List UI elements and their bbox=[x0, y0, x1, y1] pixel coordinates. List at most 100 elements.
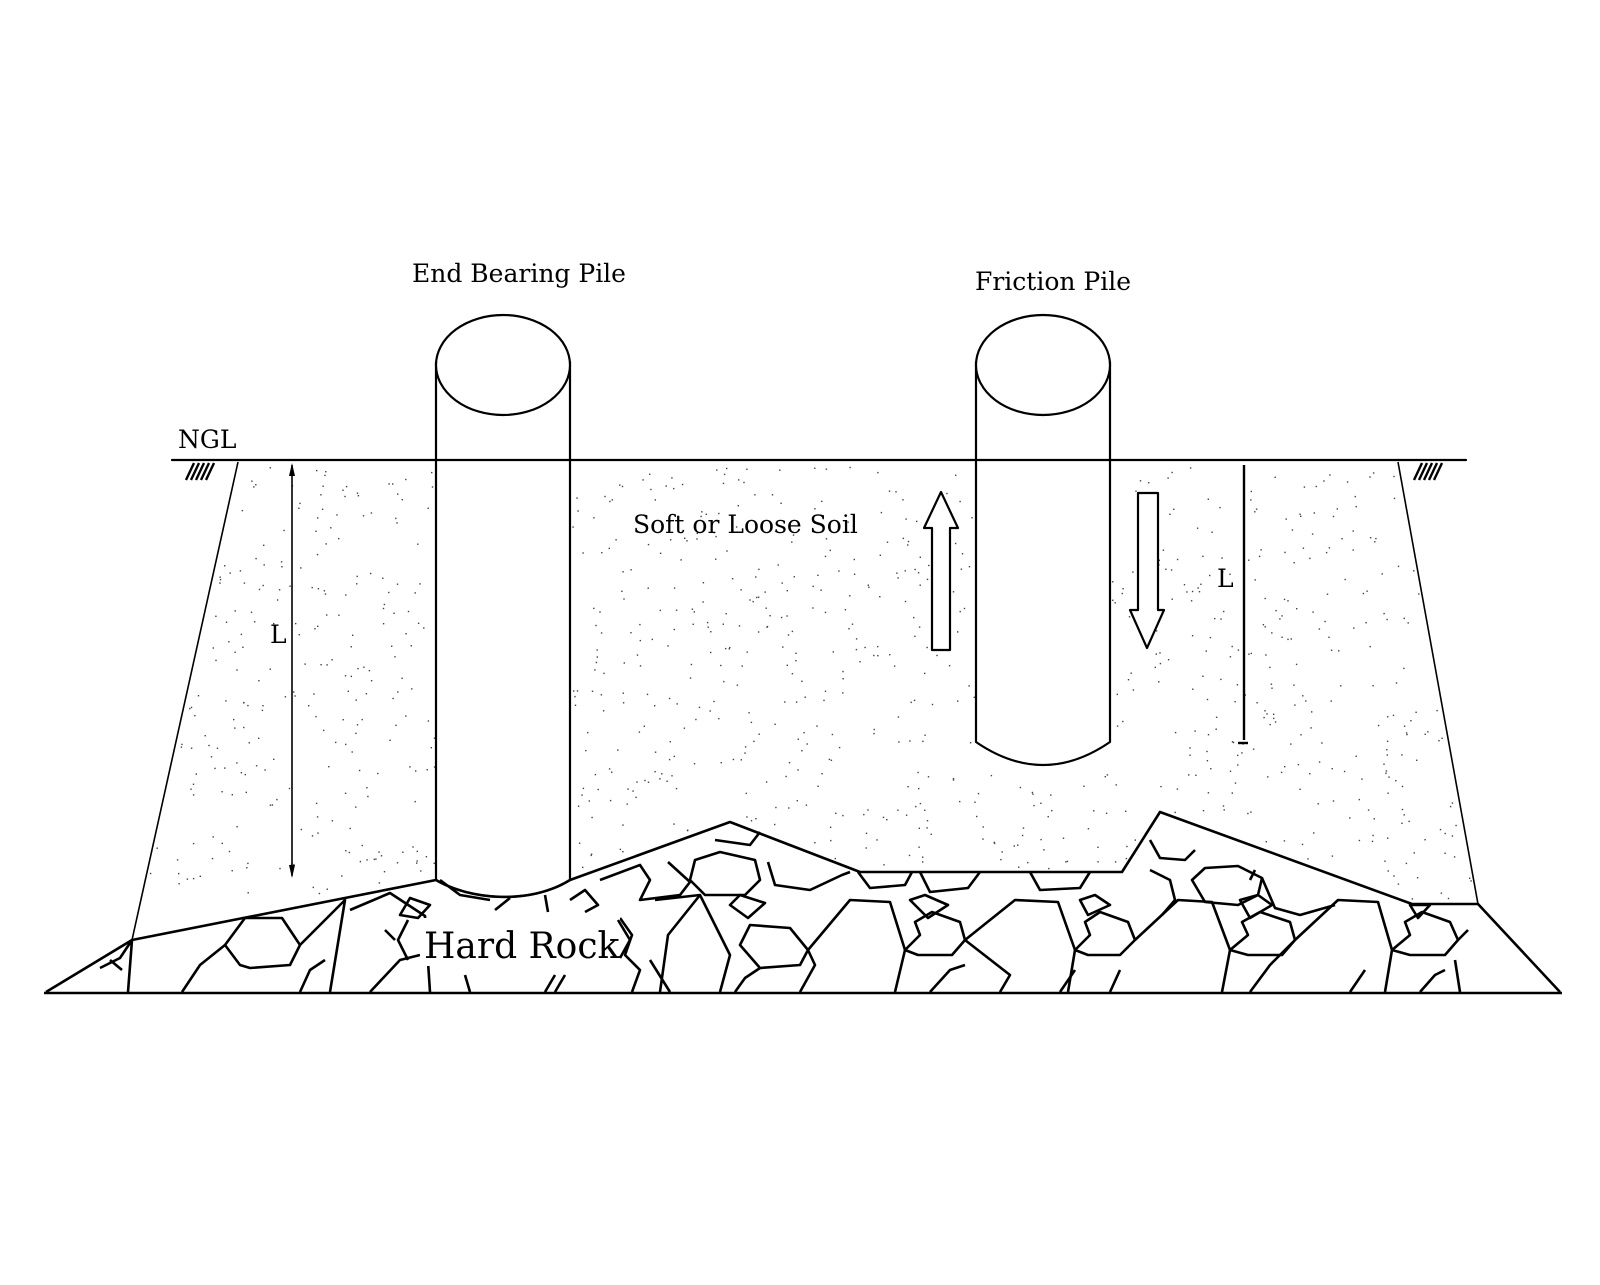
soil-dot bbox=[904, 570, 906, 572]
soil-dot bbox=[644, 779, 646, 782]
soil-dot bbox=[317, 832, 319, 834]
soil-dot bbox=[315, 802, 318, 805]
soil-dot bbox=[1266, 713, 1268, 715]
soil-dot bbox=[228, 641, 230, 643]
soil-dot bbox=[924, 672, 926, 675]
soil-dot bbox=[801, 750, 803, 752]
soil-dot bbox=[1022, 827, 1025, 829]
soil-dot bbox=[725, 647, 727, 650]
soil-dot bbox=[845, 529, 848, 532]
soil-dot bbox=[1198, 591, 1201, 593]
soil-dot bbox=[370, 512, 373, 514]
soil-dot bbox=[993, 842, 996, 845]
soil-dot bbox=[630, 632, 632, 634]
soil-dot bbox=[1313, 832, 1315, 834]
soil-dot bbox=[825, 468, 828, 470]
soil-dot bbox=[192, 877, 195, 880]
soil-dot bbox=[639, 665, 642, 667]
length-label-left: L bbox=[270, 620, 287, 649]
soil-dot bbox=[1171, 471, 1173, 474]
soil-dot bbox=[1444, 832, 1446, 835]
soil-dot bbox=[1323, 480, 1325, 482]
soil-dot bbox=[1159, 662, 1162, 665]
soil-dot bbox=[350, 675, 352, 678]
soil-dot bbox=[576, 690, 579, 692]
soil-dot bbox=[212, 647, 214, 649]
soil-dot bbox=[1451, 835, 1454, 837]
soil-dot bbox=[842, 692, 844, 694]
soil-dot bbox=[264, 769, 266, 771]
soil-dot bbox=[1207, 792, 1210, 794]
soil-dot bbox=[902, 537, 904, 540]
soil-dot bbox=[1386, 754, 1388, 756]
soil-dot bbox=[1040, 802, 1042, 804]
soil-dot bbox=[370, 572, 372, 575]
soil-dot bbox=[1315, 485, 1317, 488]
soil-dot bbox=[851, 623, 854, 625]
soil-dot bbox=[907, 544, 909, 546]
soil-dot bbox=[363, 666, 365, 668]
soil-dot bbox=[396, 522, 398, 524]
soil-dot bbox=[247, 862, 249, 865]
soil-dot bbox=[1247, 812, 1249, 815]
soil-dot bbox=[600, 694, 603, 696]
soil-dot bbox=[215, 659, 217, 662]
soil-dot bbox=[639, 639, 641, 642]
soil-dot bbox=[195, 773, 197, 775]
soil-dot bbox=[574, 704, 577, 706]
soil-dot bbox=[1209, 636, 1212, 639]
soil-dot bbox=[273, 758, 275, 760]
soil-dot bbox=[1192, 688, 1194, 690]
soil-dot bbox=[893, 665, 896, 667]
soil-dot bbox=[977, 792, 980, 795]
soil-dot bbox=[968, 566, 971, 568]
soil-dot bbox=[611, 771, 613, 773]
soil-dot bbox=[221, 842, 223, 845]
soil-dot bbox=[913, 699, 916, 702]
soil-dot bbox=[1158, 559, 1160, 561]
soil-dot bbox=[828, 758, 831, 761]
soil-dot bbox=[720, 664, 722, 667]
soil-dot bbox=[180, 746, 183, 748]
soil-dot bbox=[1174, 811, 1176, 814]
soil-dot bbox=[919, 802, 922, 805]
soil-dot bbox=[764, 591, 766, 593]
soil-dot bbox=[1173, 508, 1175, 510]
soil-dot bbox=[423, 627, 425, 629]
soil-dot bbox=[359, 860, 362, 863]
soil-dot bbox=[1393, 497, 1396, 500]
soil-dot bbox=[686, 540, 688, 542]
soil-dot bbox=[1207, 498, 1209, 500]
soil-dot bbox=[1309, 773, 1311, 775]
soil-dot bbox=[1401, 808, 1404, 811]
soil-dot bbox=[590, 853, 593, 855]
soil-dot bbox=[241, 509, 244, 512]
soil-dot bbox=[596, 656, 598, 658]
soil-dot bbox=[1260, 549, 1262, 551]
soil-dot bbox=[898, 741, 900, 743]
soil-dot bbox=[824, 611, 827, 614]
soil-dot bbox=[792, 534, 795, 536]
soil-dot bbox=[609, 799, 612, 802]
soil-dot bbox=[298, 634, 300, 636]
soil-dot bbox=[383, 871, 386, 873]
soil-dot bbox=[1155, 653, 1157, 655]
soil-dot bbox=[1050, 794, 1052, 796]
soil-dot bbox=[646, 693, 649, 696]
soil-dot bbox=[795, 701, 798, 703]
soil-dot bbox=[1371, 840, 1374, 843]
soil-dot bbox=[961, 553, 964, 555]
soil-dot bbox=[210, 756, 213, 758]
soil-dot bbox=[1336, 508, 1338, 510]
soil-dot bbox=[960, 568, 963, 570]
soil-dot bbox=[844, 609, 847, 611]
soil-dot bbox=[350, 646, 352, 648]
soil-dot bbox=[849, 595, 851, 597]
soil-dot bbox=[863, 813, 865, 816]
soil-dot bbox=[1258, 555, 1261, 558]
soil-dot bbox=[907, 786, 909, 788]
soil-dot bbox=[1358, 798, 1360, 801]
soil-dot bbox=[698, 706, 701, 709]
soil-dot bbox=[806, 743, 808, 745]
soil-dot bbox=[1262, 624, 1265, 626]
